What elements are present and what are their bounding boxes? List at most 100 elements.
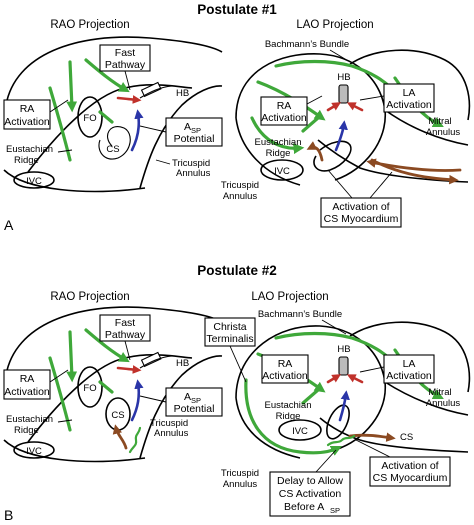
panel-b-rao: RAO Projection FO CS IVC HB Fast Pat: [3, 291, 223, 463]
rao-b-hb-label: HB: [176, 358, 189, 369]
lao-septum-bottom: [317, 139, 469, 183]
rao-b-tricuspid-1: Tricuspid: [150, 418, 188, 429]
lao-b-red-arrow-ra: [326, 374, 342, 384]
lao-red-arrow-ra: [326, 102, 342, 112]
lao-his-bundle: [338, 84, 349, 104]
lao-b-ra-bottom: [235, 397, 301, 459]
lao-b-tricuspid-1: Tricuspid: [221, 468, 259, 479]
rao-b-fo-label: FO: [83, 383, 96, 394]
lao-tricuspid-1: Tricuspid: [221, 180, 259, 191]
rao-fossa-ovalis: [77, 96, 103, 138]
rao-b-ra-activation-box: [3, 369, 51, 400]
rao-tricuspid-outline-2: [139, 85, 223, 189]
lao-b-bachmann-leader: [321, 319, 347, 335]
lao-ra-leader: [306, 95, 323, 105]
lao-la-leader: [359, 95, 385, 101]
lao-b-la-leader: [359, 366, 385, 373]
lao-b-la-outline: [349, 321, 471, 393]
lao-cs-act-leader-1: [327, 169, 353, 199]
rao-b-fossa-ovalis: [77, 366, 103, 408]
rao-ra-activation-box: [3, 99, 51, 130]
lao-green-bachmann: [274, 59, 401, 99]
lao-b-ra-activation-box: [261, 354, 309, 384]
rao-ivc-label: IVC: [26, 176, 42, 187]
rao-b-eustachian-leader: [57, 419, 73, 423]
lao-ivc-label: IVC: [274, 166, 290, 177]
rao-asp-sub: SP: [191, 126, 201, 135]
lao-b-la-activation-box: [383, 354, 435, 384]
lao-red-arrow-la: [346, 102, 364, 112]
lao-b-cs-label: CS: [400, 432, 413, 443]
rao-atrium-outline: [5, 36, 223, 106]
lao-b-brown-arrow: [348, 432, 396, 442]
rao-fo-label: FO: [83, 113, 96, 124]
panel-b-letter: B: [4, 507, 13, 523]
lao-b-his-bundle: [338, 356, 349, 376]
lao-cs-act-leader-2: [369, 171, 393, 199]
rao-tricuspid-1: Tricuspid: [172, 158, 210, 169]
lao-ra-outline: [235, 53, 386, 181]
rao-b-fast-pathway-box: [99, 314, 151, 342]
lao-cs-activation-box: [320, 197, 402, 228]
rao-his-bundle: [140, 81, 162, 98]
panel-a-rao: RAO Projection FO CS IVC HB Fast Pathway: [3, 19, 223, 193]
lao-b-tricuspid-2: Annulus: [223, 479, 258, 490]
panel-a-lao: LAO Projection Bachmann’s Bundle IVC HB: [221, 19, 471, 228]
lao-b-eustachian-2: Ridge: [276, 411, 301, 422]
lao-la-activation-box: [383, 83, 435, 113]
lao-bachmann-label: Bachmann’s Bundle: [265, 39, 349, 50]
rao-b-fast-pathway-2: Pathway: [105, 329, 146, 341]
lao-b-delay-3-base: Before A: [284, 501, 324, 513]
lao-ra-2: Activation: [261, 112, 307, 124]
rao-b-atrium-outline: [5, 306, 223, 376]
lao-b-cs-act-leader: [355, 439, 391, 458]
panel-b-lao: LAO Projection Bachmann’s Bundle IVC CS …: [204, 291, 471, 517]
lao-b-cs-activation-box: [369, 456, 451, 487]
lao-b-ra-1: RA: [278, 358, 293, 370]
rao-asp-base: A: [184, 121, 191, 133]
lao-b-delay-leader: [315, 449, 337, 473]
rao-tricuspid-leader: [155, 159, 171, 165]
lao-b-mitral-outline: [384, 381, 469, 416]
rao-b-projection-label: RAO Projection: [50, 291, 129, 303]
rao-b-brown-arrow: [112, 424, 128, 450]
lao-b-la-1: LA: [403, 358, 416, 370]
lao-mitral-outline: [384, 109, 469, 146]
rao-b-ra-1: RA: [20, 373, 35, 385]
rao-b-atrium-bottom: [3, 439, 146, 463]
lao-b-la-2: Activation: [386, 370, 432, 382]
rao-b-eustachian-2: Ridge: [14, 425, 39, 436]
lao-b-hb-label: HB: [337, 344, 350, 355]
lao-blue-arrow: [334, 120, 348, 152]
lao-ra-bottom: [235, 117, 301, 186]
rao-b-his-line: [139, 355, 173, 369]
rao-b-green-arrow-3: [48, 356, 72, 432]
rao-projection-label: RAO Projection: [50, 19, 129, 31]
rao-tricuspid-2: Annulus: [176, 168, 211, 179]
panel-a-letter: A: [4, 217, 14, 233]
lao-mitral-1: Mitral: [428, 116, 451, 127]
rao-b-ra-leader: [49, 369, 69, 383]
rao-asp-potential-box: [165, 117, 223, 147]
lao-green-stub: [301, 116, 320, 133]
lao-la-outline: [349, 49, 471, 121]
lao-la-2: Activation: [386, 99, 432, 111]
lao-b-delay-1: Delay to Allow: [277, 475, 343, 487]
rao-eustachian-2: Ridge: [14, 155, 39, 166]
lao-b-christa-1: Christa: [213, 321, 246, 333]
lao-tricuspid-2: Annulus: [223, 191, 258, 202]
lao-b-mitral-1: Mitral: [428, 387, 451, 398]
rao-b-green-squiggle: [128, 426, 142, 454]
lao-ivc: [260, 159, 304, 181]
lao-b-mitral-2: Annulus: [426, 398, 461, 409]
lao-ra-activation-box: [260, 96, 308, 126]
lao-cs-os: [313, 140, 352, 172]
rao-fast-pathway-leader: [124, 70, 131, 91]
lao-b-ivc: [278, 419, 322, 441]
lao-hb-label: HB: [337, 72, 350, 83]
rao-ra-1: RA: [20, 103, 35, 115]
rao-blue-arrow: [130, 109, 144, 152]
lao-mitral-2: Annulus: [426, 127, 461, 138]
lao-b-ra-2: Activation: [262, 370, 308, 382]
